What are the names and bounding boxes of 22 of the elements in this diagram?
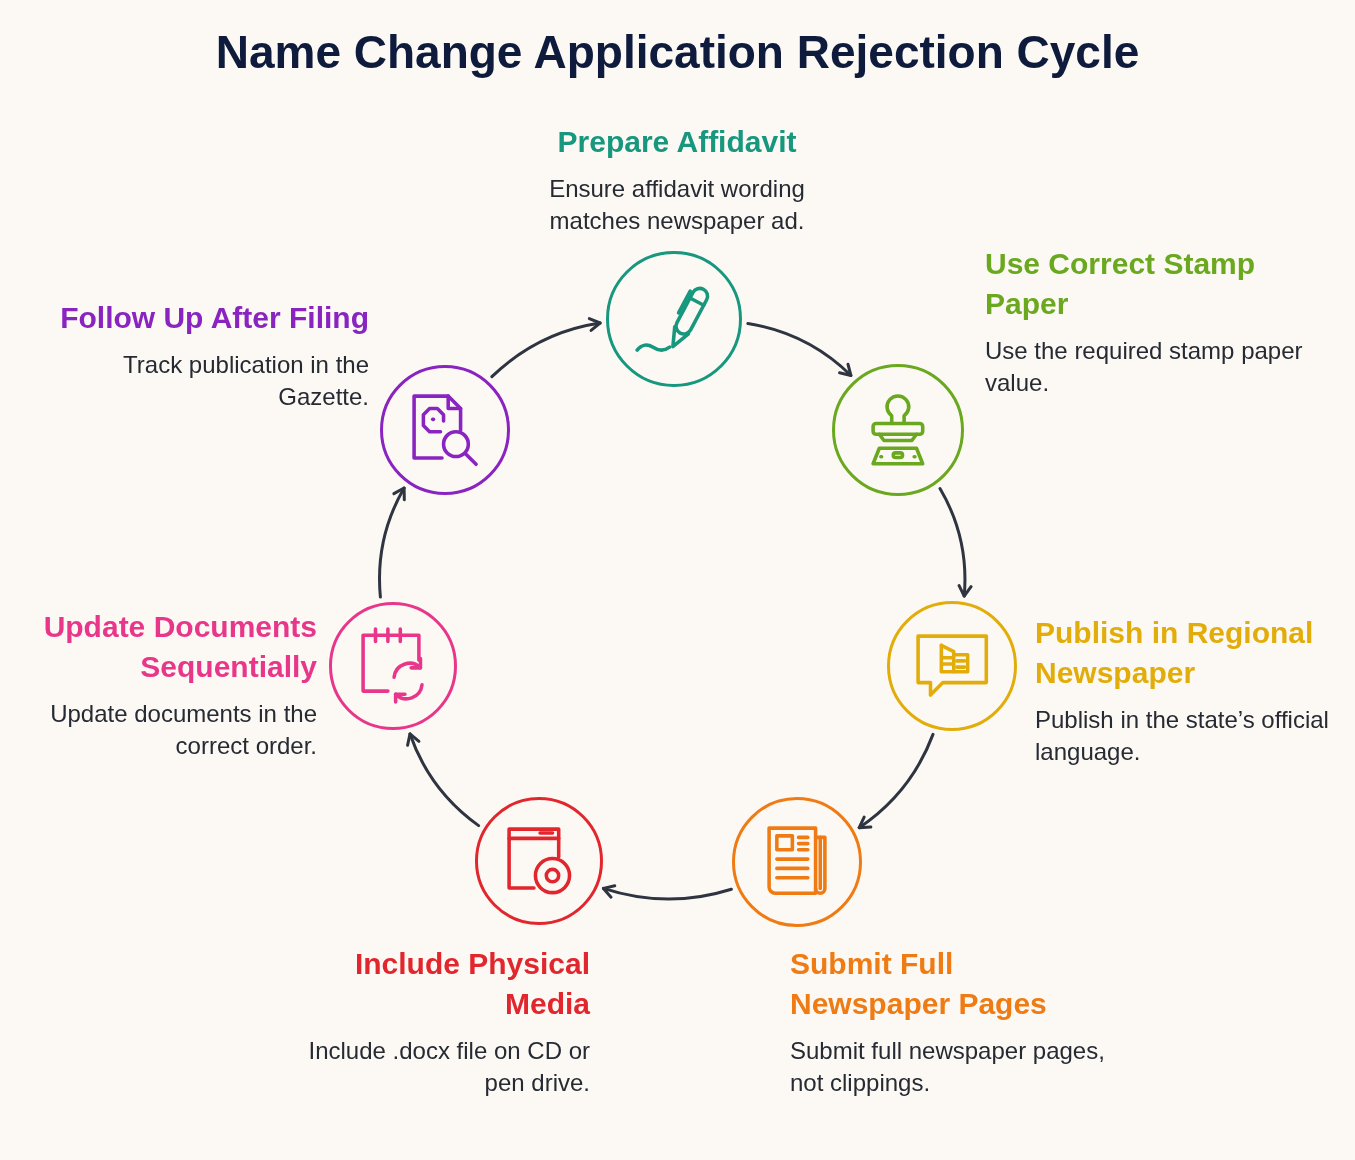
step-description: Include .docx file on CD or pen drive. [307, 1036, 590, 1098]
curved-arrow [406, 732, 481, 828]
step-description: Submit full newspaper pages, not clippings. [790, 1036, 1106, 1098]
curved-arrow [938, 487, 973, 598]
curved-arrow [378, 486, 407, 599]
step-description: Ensure affidavit wording matches newspaper ad. [548, 174, 806, 236]
step-title: Submit Full Newspaper Pages [790, 946, 1048, 1022]
diagram-title: Name Change Application Rejection Cycle [215, 25, 1140, 80]
step-description: Track publication in the Gazette. [122, 350, 369, 412]
step-title: Include Physical Media [353, 946, 590, 1022]
curved-arrow [490, 317, 602, 379]
curved-arrow [746, 322, 853, 377]
step-title: Publish in Regional Newspaper [1035, 615, 1315, 691]
step-title: Update Documents Sequentially [42, 609, 317, 685]
step-title: Prepare Affidavit [557, 124, 797, 160]
step-title: Use Correct Stamp Paper [985, 246, 1257, 322]
step-description: Use the required stamp paper value. [985, 336, 1304, 398]
curved-arrow [857, 732, 935, 830]
curved-arrow [601, 884, 733, 901]
step-title: Follow Up After Filing [60, 300, 369, 336]
step-description: Update documents in the correct order. [49, 699, 317, 761]
step-description: Publish in the state’s official language. [1035, 705, 1330, 767]
